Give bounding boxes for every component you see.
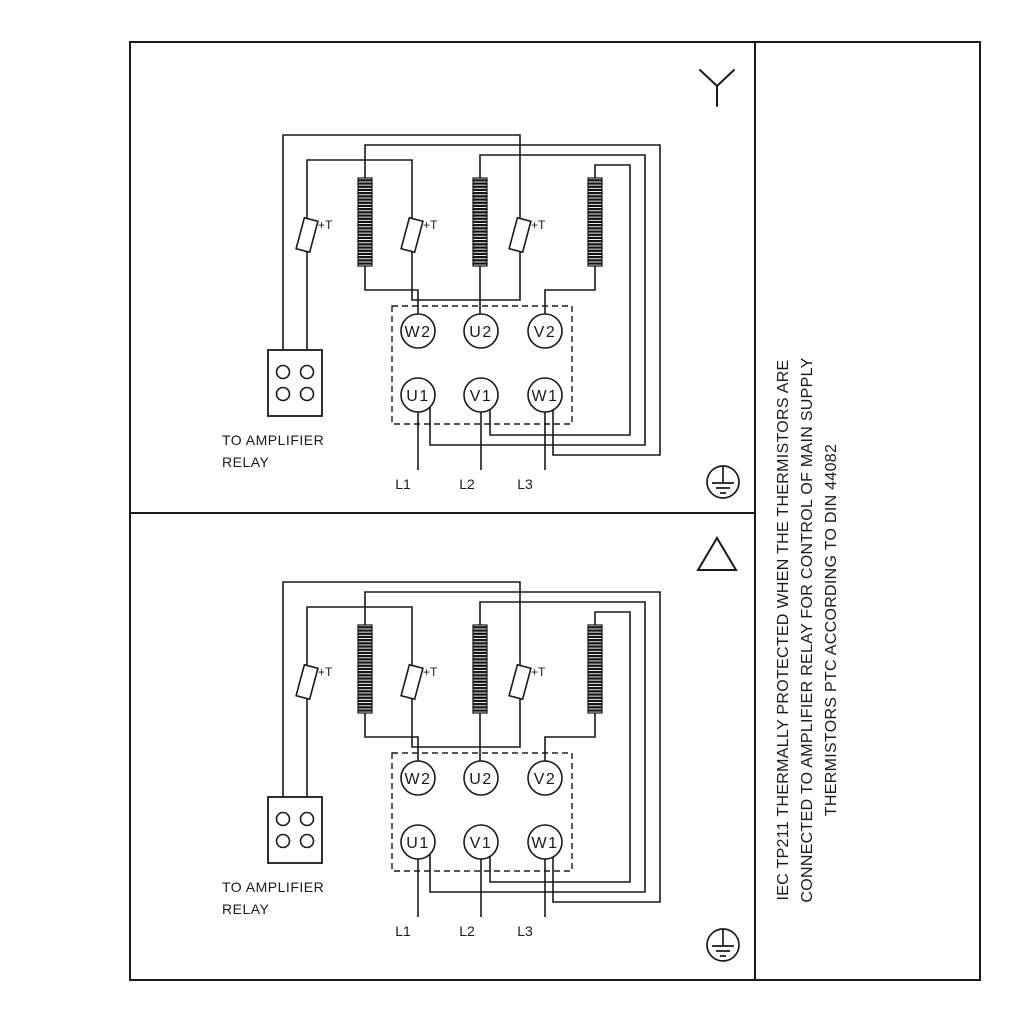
relay-terminal <box>275 811 291 827</box>
terminal-u2 <box>463 760 499 796</box>
terminal-u1-label: U1 <box>406 388 429 405</box>
terminal-w2 <box>400 760 436 796</box>
terminal-v1-label: V1 <box>470 835 493 852</box>
thermistor-symbol-1: +T <box>295 663 333 701</box>
terminal-w2-label: W2 <box>405 324 432 341</box>
thermistor-label: +T <box>318 218 333 232</box>
supply-label-l3: L3 <box>517 923 533 939</box>
terminal-u1-label: U1 <box>406 835 429 852</box>
outer-border <box>129 41 981 981</box>
thermistor-symbol-2: +T <box>400 663 438 701</box>
amplifier-relay-connector <box>267 796 323 864</box>
motor-wiring-panel-delta: +T +T +T W2 U2 V2 U1 V1 W1 TO AMPLIFIER <box>222 581 661 939</box>
winding-coil-1 <box>357 177 373 267</box>
terminal-u2 <box>463 313 499 349</box>
terminal-w2-label: W2 <box>405 771 432 788</box>
terminal-w1 <box>527 824 563 860</box>
terminal-w1 <box>527 377 563 413</box>
motor-wiring-panel-star: +T +T +T W2 U2 V2 U1 V1 W1 TO AMPLIFIER <box>222 134 661 492</box>
star-symbol-icon <box>699 69 735 107</box>
supply-label-l1: L1 <box>395 476 411 492</box>
wire-network <box>282 581 661 917</box>
thermistor-label: +T <box>423 665 438 679</box>
wire-network <box>282 134 661 470</box>
thermistor-label: +T <box>531 218 546 232</box>
thermistor-symbol-3: +T <box>508 663 546 701</box>
thermistor-label: +T <box>318 665 333 679</box>
thermistor-label: +T <box>531 665 546 679</box>
earth-symbol-icon <box>706 465 740 499</box>
relay-terminal <box>299 386 315 402</box>
relay-caption-line1: TO AMPLIFIER <box>222 432 324 448</box>
winding-coil-2 <box>472 177 488 267</box>
terminal-v2-label: V2 <box>534 324 557 341</box>
note-line-1: IEC TP211 THERMALLY PROTECTED WHEN THE T… <box>775 359 792 900</box>
thermistor-symbol-2: +T <box>400 216 438 254</box>
supply-label-l3: L3 <box>517 476 533 492</box>
winding-coil-3 <box>587 624 603 714</box>
winding-coil-3 <box>587 177 603 267</box>
side-note-panel: IEC TP211 THERMALLY PROTECTED WHEN THE T… <box>775 357 840 902</box>
terminal-u1 <box>400 377 436 413</box>
relay-terminal <box>299 833 315 849</box>
relay-terminal <box>275 833 291 849</box>
thermistor-label: +T <box>423 218 438 232</box>
relay-caption-line1: TO AMPLIFIER <box>222 879 324 895</box>
terminal-block-outline <box>391 305 573 425</box>
thermistor-symbol-1: +T <box>295 216 333 254</box>
terminal-w1-label: W1 <box>532 388 559 405</box>
supply-label-l2: L2 <box>459 923 475 939</box>
relay-terminal <box>275 386 291 402</box>
terminal-v1 <box>463 377 499 413</box>
relay-terminal <box>275 364 291 380</box>
relay-caption-line2: RELAY <box>222 901 270 917</box>
relay-terminal <box>299 811 315 827</box>
terminal-v2-label: V2 <box>534 771 557 788</box>
delta-symbol-icon <box>696 536 738 571</box>
terminal-v1-label: V1 <box>470 388 493 405</box>
terminal-u2-label: U2 <box>469 324 492 341</box>
note-line-3: THERMISTORS PTC ACCORDING TO DIN 44082 <box>823 444 840 816</box>
winding-coil-2 <box>472 624 488 714</box>
amplifier-relay-connector <box>267 349 323 417</box>
relay-terminal <box>299 364 315 380</box>
relay-caption-line2: RELAY <box>222 454 270 470</box>
terminal-block-outline <box>391 752 573 872</box>
supply-label-l1: L1 <box>395 923 411 939</box>
terminal-w2 <box>400 313 436 349</box>
earth-symbol-icon <box>706 928 740 962</box>
terminal-u2-label: U2 <box>469 771 492 788</box>
terminal-v2 <box>527 313 563 349</box>
terminal-v2 <box>527 760 563 796</box>
supply-label-l2: L2 <box>459 476 475 492</box>
terminal-u1 <box>400 824 436 860</box>
thermistor-symbol-3: +T <box>508 216 546 254</box>
note-line-2: CONNECTED TO AMPLIFIER RELAY FOR CONTROL… <box>799 357 816 902</box>
winding-coil-1 <box>357 624 373 714</box>
terminal-w1-label: W1 <box>532 835 559 852</box>
terminal-v1 <box>463 824 499 860</box>
